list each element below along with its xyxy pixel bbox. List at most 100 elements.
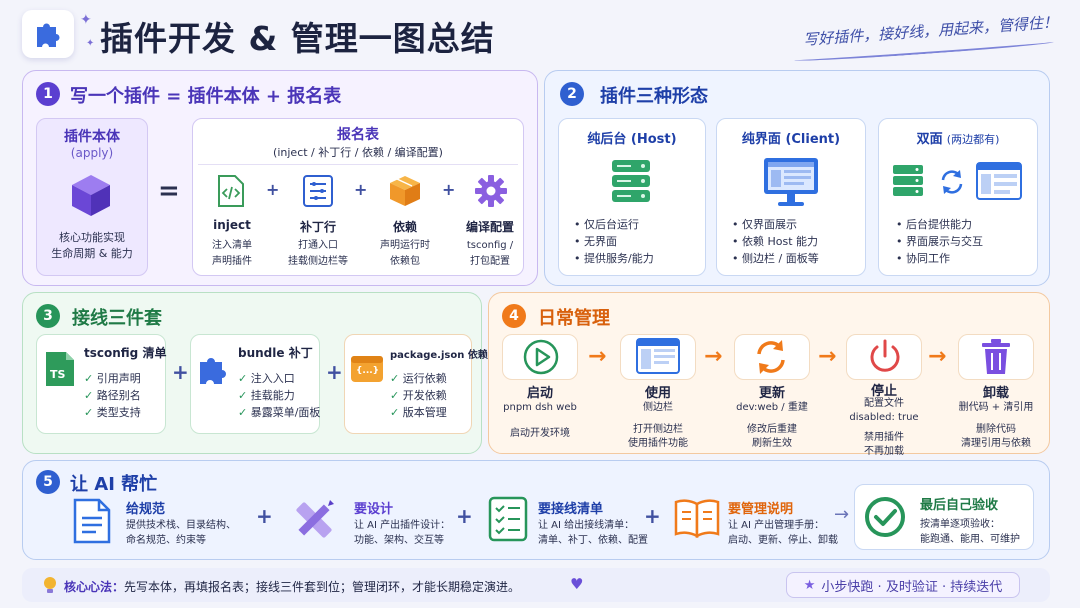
- plus-sign: +: [354, 180, 368, 199]
- plus-sign: +: [172, 360, 189, 384]
- step-sub: disabled: true: [849, 412, 919, 423]
- puzzle-icon: [37, 23, 60, 47]
- step-below: 禁用插件: [864, 432, 904, 443]
- list-item: ✓ 暴露菜单/面板: [238, 406, 321, 419]
- gear-icon: [475, 175, 507, 207]
- check-icon: ✓: [390, 389, 400, 402]
- list-item: ✓ 路径别名: [84, 389, 141, 402]
- arrow-right-icon: →: [818, 344, 837, 369]
- ai-item-desc: 命名规范、约束等: [126, 535, 206, 546]
- step-name: 卸载: [982, 386, 1009, 401]
- step-below: 不再加载: [864, 446, 904, 457]
- section-title: 写一个插件 = 插件本体 + 报名表: [70, 86, 342, 107]
- step-sub: pnpm dsh web: [503, 402, 577, 413]
- document-icon: [73, 498, 111, 544]
- section-number-badge: 5: [36, 470, 60, 494]
- plugin-body-desc: 核心功能实现: [59, 231, 125, 244]
- wiring-card-title: tsconfig 清单: [84, 346, 167, 360]
- registration-form-card: [192, 118, 524, 276]
- page-title: 插件开发 & 管理一图总结: [100, 19, 495, 58]
- arrow-right-icon: →: [834, 504, 850, 525]
- step-below: 修改后重建: [747, 424, 797, 435]
- step-sub: dev:web / 重建: [736, 402, 808, 413]
- wiring-card-list: ✓ 引用声明 ✓ 路径别名 ✓ 类型支持: [84, 370, 141, 421]
- list-item: • 协同工作: [896, 252, 950, 265]
- server-icon: [893, 165, 923, 196]
- step-below: 刷新生效: [752, 438, 792, 449]
- list-item: ✓ 类型支持: [84, 406, 141, 419]
- list-item: • 依赖 Host 能力: [732, 235, 819, 248]
- section-title: 日常管理: [538, 308, 610, 329]
- wiring-card-title: package.json 依赖: [390, 350, 488, 361]
- ai-item-desc: 提供技术栈、目录结构、: [126, 520, 236, 531]
- check-icon: ✓: [84, 372, 94, 385]
- form-card-host: [558, 118, 706, 276]
- form-card-title: 双面 (两边都有): [916, 132, 1000, 147]
- list-item: • 侧边栏 / 面板等: [732, 252, 819, 265]
- list-item: ✓ 开发依赖: [390, 389, 447, 402]
- ai-item-desc: 启动、更新、停止、卸载: [728, 535, 838, 546]
- list-item: ✓ 版本管理: [390, 406, 447, 419]
- step-name: 停止: [870, 384, 897, 399]
- reg-item-name: 编译配置: [465, 220, 514, 234]
- list-item: ✓ 引用声明: [84, 372, 141, 385]
- ts-file-label: TS: [50, 368, 66, 381]
- package-box-icon: [390, 176, 420, 206]
- reg-item-desc: 注入清单: [212, 240, 252, 251]
- section-title: 让 AI 帮忙: [70, 474, 158, 495]
- registration-form-subtitle: (inject / 补丁行 / 依赖 / 编译配置): [273, 146, 443, 159]
- arrow-right-icon: →: [928, 344, 947, 369]
- reg-item-name: 依赖: [392, 220, 417, 234]
- plugin-body-title: 插件本体: [64, 129, 120, 145]
- reg-item-desc: 声明运行时: [380, 240, 430, 251]
- step-below: 启动开发环境: [510, 428, 570, 439]
- trash-icon: [982, 339, 1010, 374]
- section-number-badge: 3: [36, 304, 60, 328]
- wiring-card-bundle: [190, 334, 320, 434]
- arrow-right-icon: →: [704, 344, 723, 369]
- reg-item-desc: 挂载侧边栏等: [288, 256, 348, 267]
- list-item: • 界面展示与交互: [896, 235, 983, 248]
- plus-sign: +: [442, 180, 456, 199]
- json-box-icon: [351, 356, 383, 382]
- list-item: ✓ 注入入口: [238, 372, 295, 385]
- section-number-badge: 1: [36, 82, 60, 106]
- star-icon: ★: [803, 577, 816, 593]
- sparkle-icon: ✦: [80, 12, 92, 28]
- plus-sign: +: [266, 180, 280, 199]
- footer-motto-pill: ★小步快跑 · 及时验证 · 持续迭代: [786, 572, 1020, 598]
- list-item: • 无界面: [574, 235, 617, 248]
- step-name: 启动: [526, 386, 553, 401]
- step-sub: 配置文件: [864, 398, 904, 409]
- reg-item-desc: 打通入口: [298, 240, 338, 251]
- plus-sign: +: [256, 504, 273, 528]
- form-card-title: 纯后台 (Host): [587, 132, 677, 147]
- check-icon: ✓: [238, 406, 248, 419]
- step-below: 打开侧边栏: [633, 424, 683, 435]
- plus-sign: +: [644, 504, 661, 528]
- lightbulb-icon: [44, 577, 56, 593]
- equals-sign: =: [158, 176, 180, 206]
- final-check-desc: 能跑通、能用、可维护: [920, 534, 1020, 545]
- server-icon: [612, 160, 650, 202]
- ai-item-title: 要管理说明: [728, 502, 794, 517]
- plus-sign: +: [456, 504, 473, 528]
- check-icon: ✓: [84, 406, 94, 419]
- wiring-card-title: bundle 补丁: [238, 346, 313, 360]
- form-card-list: • 仅后台运行 • 无界面 • 提供服务/能力: [574, 216, 654, 267]
- ai-item-desc: 让 AI 产出管理手册：: [728, 520, 825, 531]
- plugin-body-desc: 生命周期 & 能力: [51, 247, 133, 260]
- puzzle-icon: [200, 358, 226, 384]
- step-sub: 删代码 + 清引用: [958, 402, 1034, 413]
- browser-window-icon: [636, 338, 680, 374]
- play-icon: [523, 339, 559, 375]
- puzzle-logo: [22, 10, 74, 58]
- footer-text: 核心心法：先写本体，再填报名表；接线三件套到位；管理闭环，才能长期稳定演进。: [64, 580, 521, 594]
- list-item: ✓ 运行依赖: [390, 372, 447, 385]
- step-name: 更新: [758, 386, 785, 401]
- check-icon: ✓: [84, 389, 94, 402]
- step-sub: 侧边栏: [643, 402, 673, 413]
- ruler-pencil-icon: [296, 500, 334, 538]
- wiring-card-package: [344, 334, 472, 434]
- window-icon: [976, 162, 1022, 200]
